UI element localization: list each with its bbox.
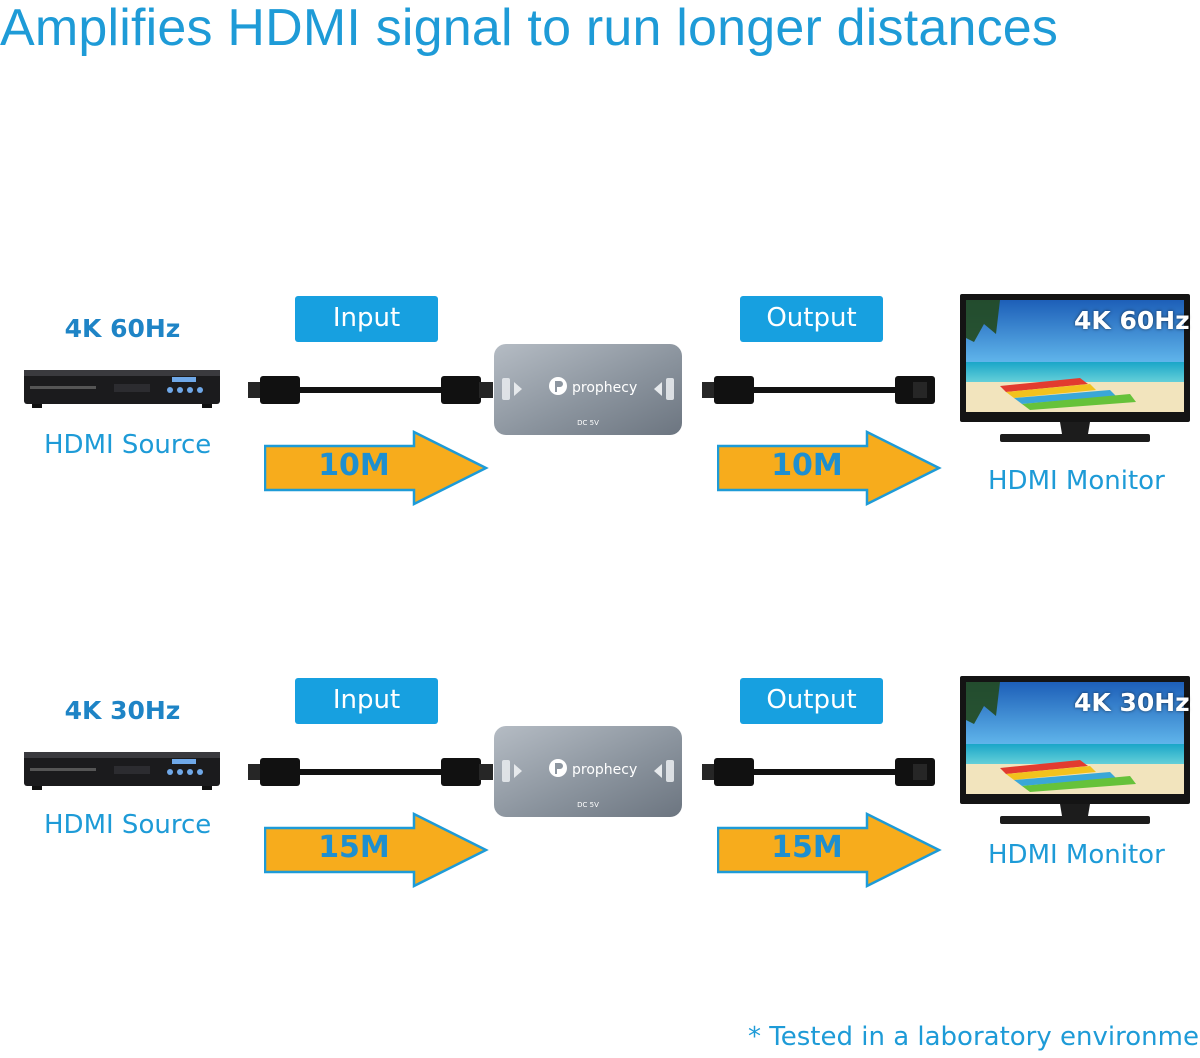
hdmi-monitor-label: HDMI Monitor [988,840,1165,870]
power-label: DC 5V [577,801,599,809]
source-resolution-label: 4K 60Hz [64,314,181,343]
brand-label: prophecy [572,762,637,778]
input-tag: Input [295,296,438,342]
monitor-resolution-label: 4K 30Hz [1074,688,1190,717]
output-tag: Output [740,678,883,724]
power-label: DC 5V [577,419,599,427]
input-hdmi-cable-icon [248,758,493,786]
dvd-player-icon [24,752,220,790]
hdmi-repeater-icon: prophecy DC 5V [494,726,682,817]
monitor-resolution-label: 4K 60Hz [1074,306,1190,335]
input-length-arrow: 15M [263,811,489,889]
hdmi-source-label: HDMI Source [44,810,212,840]
footnote: * Tested in a laboratory environment [748,1022,1200,1052]
page-title: Amplifies HDMI signal to run longer dist… [0,0,1059,57]
input-tag: Input [295,678,438,724]
arrow-right-icon [263,811,489,889]
source-resolution-label: 4K 30Hz [64,696,181,725]
row-4k30: 4K 30Hz HDMI Source Input Output prophec… [0,672,1200,922]
row-4k60: 4K 60Hz HDMI Source Input Output prophec… [0,290,1200,540]
input-hdmi-cable-icon [248,376,493,404]
output-tag: Output [740,296,883,342]
hdmi-source-label: HDMI Source [44,430,212,460]
arrow-right-icon [263,429,489,507]
monitor-icon [960,676,1190,824]
input-length-label: 15M [318,830,390,865]
monitor-icon [960,294,1190,442]
output-hdmi-cable-icon [702,758,935,786]
input-length-label: 10M [318,448,390,483]
output-length-arrow: 10M [716,429,942,507]
output-length-arrow: 15M [716,811,942,889]
output-length-label: 10M [771,448,843,483]
output-hdmi-cable-icon [702,376,935,404]
dvd-player-icon [24,370,220,408]
arrow-right-icon [716,429,942,507]
hdmi-monitor-label: HDMI Monitor [988,466,1165,496]
hdmi-repeater-icon: prophecy DC 5V [494,344,682,435]
brand-label: prophecy [572,380,637,396]
output-length-label: 15M [771,830,843,865]
arrow-right-icon [716,811,942,889]
input-length-arrow: 10M [263,429,489,507]
